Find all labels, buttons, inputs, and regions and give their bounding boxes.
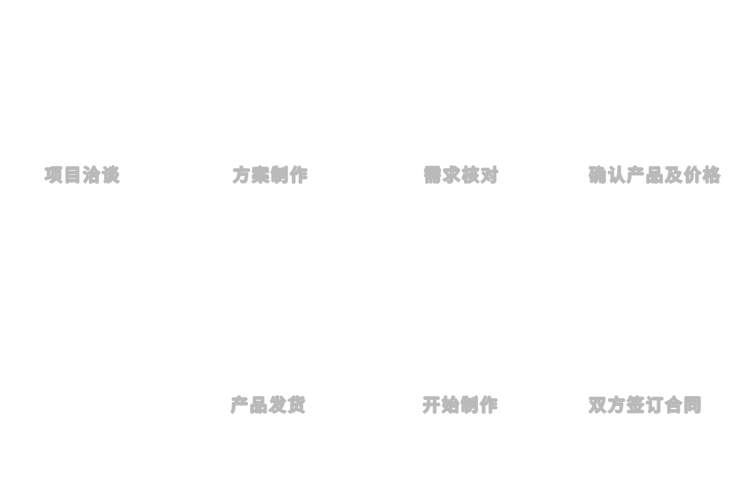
flow-step-project-negotiation: 项目洽谈 [45, 166, 121, 186]
flow-step-plan-production: 方案制作 [233, 166, 309, 186]
flow-step-start-production: 开始制作 [423, 396, 499, 416]
flow-step-product-shipment: 产品发货 [231, 396, 307, 416]
flow-step-confirm-product-price: 确认产品及价格 [589, 166, 722, 186]
flow-step-sign-contract: 双方签订合同 [589, 396, 703, 416]
flow-step-requirement-check: 需求核对 [424, 166, 500, 186]
